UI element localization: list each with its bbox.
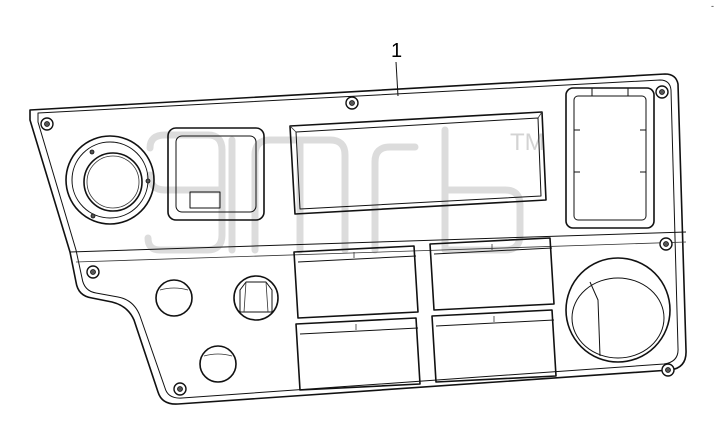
switch-blank-top-right xyxy=(429,237,555,311)
hole-left-lower xyxy=(199,345,237,383)
square-cutout xyxy=(167,127,265,221)
vertical-slot xyxy=(565,87,655,229)
screw-icon xyxy=(345,96,359,110)
screw-icon xyxy=(40,117,54,131)
screw-icon xyxy=(173,382,187,396)
screw-icon xyxy=(86,265,100,279)
round-gauge xyxy=(65,135,155,225)
cup-holder xyxy=(565,257,671,363)
switch-blank-bottom-right xyxy=(431,309,557,383)
panel-body xyxy=(29,73,687,405)
switch-blank-top-left xyxy=(293,245,419,319)
display-window xyxy=(289,111,547,215)
screw-icon xyxy=(655,85,669,99)
callout-part-1: 1 xyxy=(391,40,402,97)
hole-left-upper xyxy=(155,279,193,317)
small-holes xyxy=(155,275,279,383)
corner-mark: - xyxy=(711,1,714,11)
watermark-logo-icon: TM xyxy=(144,126,545,254)
screw-icon xyxy=(661,363,675,377)
knob-socket xyxy=(233,275,279,321)
callout-label-1: 1 xyxy=(391,40,402,62)
switch-blanks xyxy=(293,237,557,391)
switch-blank-bottom-left xyxy=(295,317,421,391)
mounting-screws xyxy=(40,85,675,396)
screw-icon xyxy=(659,237,673,251)
